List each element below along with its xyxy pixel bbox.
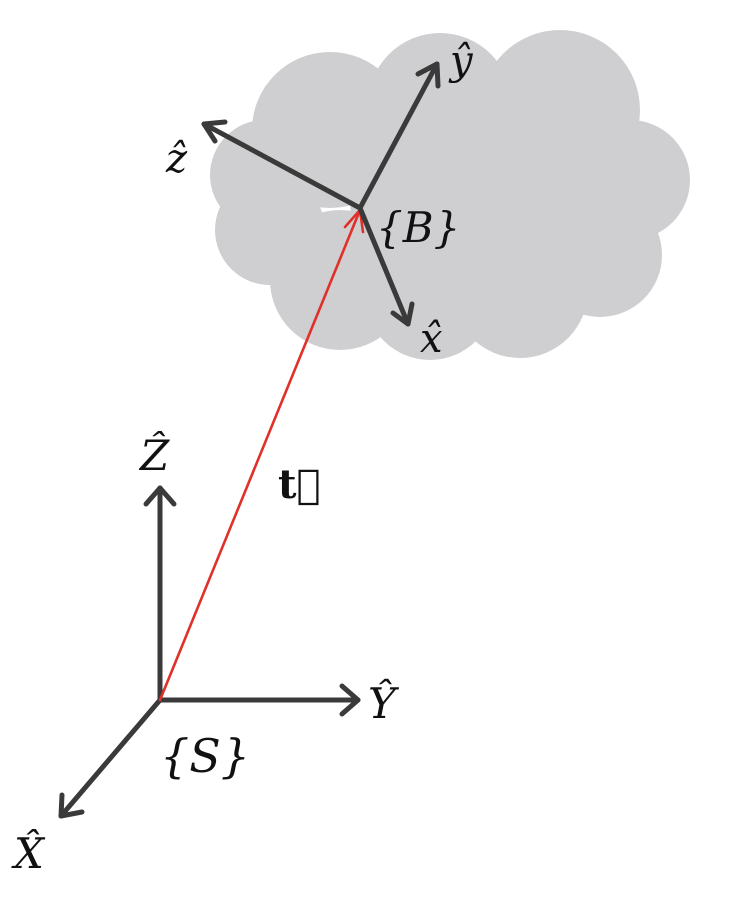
body-x-axis <box>357 205 411 327</box>
translation-vector-label: t⃗ <box>278 461 320 508</box>
world-x-arrowhead <box>58 792 85 819</box>
body-frame-label: {B} <box>376 203 460 252</box>
world-frame-label: {S} <box>160 729 250 783</box>
world-z-arrowhead <box>143 485 177 507</box>
body-z-axis-label: ẑ <box>165 136 188 182</box>
world-z-axis-label: Ẑ <box>138 430 170 480</box>
world-frame <box>58 485 361 819</box>
world-x-axis-label: X̂ <box>11 827 46 878</box>
world-x-axis <box>58 697 163 819</box>
world-y-arrowhead <box>339 683 361 717</box>
body-z-axis <box>201 121 363 211</box>
translation-vector-line <box>158 208 362 702</box>
body-frame <box>201 61 441 327</box>
body-y-axis <box>357 61 440 211</box>
body-x-arrowhead <box>390 301 415 327</box>
body-z-arrowhead <box>201 119 228 144</box>
body-y-axis-label: ŷ <box>448 38 474 84</box>
world-y-axis-label: Ŷ <box>368 678 400 728</box>
body-y-arrowhead <box>415 61 441 89</box>
body-x-axis-label: x̂ <box>420 316 443 362</box>
